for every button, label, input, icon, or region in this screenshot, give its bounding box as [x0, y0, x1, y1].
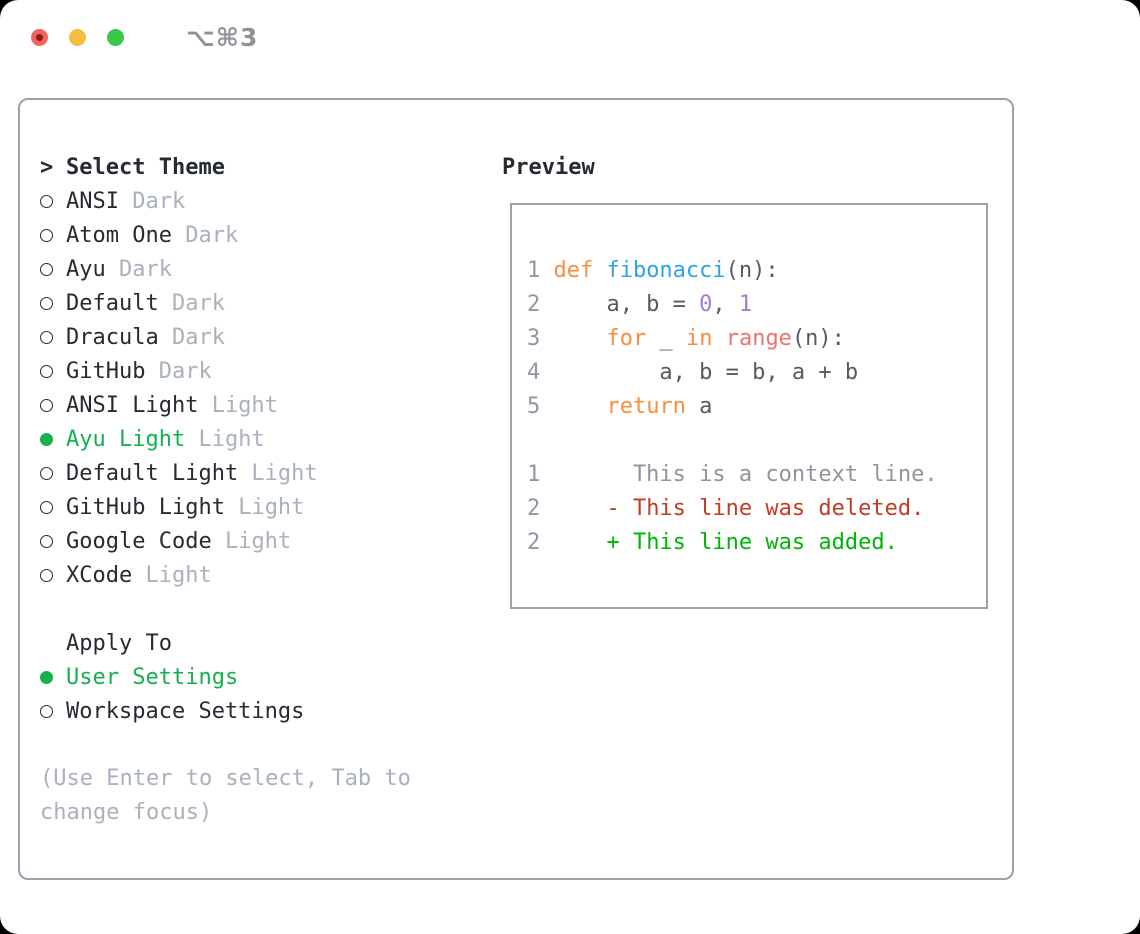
theme-variant: Dark: [158, 290, 225, 316]
hint-text-line-2: change focus): [40, 800, 213, 825]
code-line-9: 2 + This line was added.: [527, 526, 938, 560]
line-number: 4: [527, 360, 541, 385]
titlebar: ⌥⌘3: [0, 0, 1140, 75]
code-line-3: 3 for _ in range(n):: [527, 322, 938, 356]
radio-unselected-icon: [40, 704, 66, 718]
caret-icon: >: [40, 154, 54, 180]
hint-text-line-1: (Use Enter to select, Tab to: [40, 766, 411, 791]
select-theme-title: Select Theme: [66, 154, 225, 180]
radio-unselected-icon: [40, 228, 66, 242]
apply-option-label: User Settings: [66, 664, 239, 690]
theme-variant: Light: [198, 392, 278, 418]
radio-unselected-icon: [40, 500, 66, 514]
theme-variant: Light: [238, 460, 318, 486]
apply-option-user-settings[interactable]: User Settings: [40, 660, 411, 694]
theme-name: Default: [66, 290, 159, 316]
radio-unselected-icon: [40, 534, 66, 548]
theme-variant: Dark: [171, 222, 239, 248]
line-number: 2: [527, 496, 541, 521]
radio-unselected-icon: [40, 296, 66, 310]
theme-name: Dracula: [66, 324, 159, 350]
theme-name: Google Code: [66, 528, 212, 554]
code-line-4: 4 a, b = b, a + b: [527, 356, 938, 390]
theme-variant: Dark: [118, 188, 186, 214]
theme-variant: Dark: [145, 358, 212, 384]
line-number: 2: [527, 530, 541, 555]
theme-option-default-light[interactable]: Default Light Light: [40, 456, 411, 490]
close-button[interactable]: [31, 29, 48, 46]
apply-to-header-row: Apply To: [40, 626, 411, 660]
theme-variant: Dark: [158, 324, 225, 350]
theme-name: ANSI: [66, 188, 119, 214]
radio-unselected-icon: [40, 398, 66, 412]
theme-name: GitHub: [66, 358, 146, 384]
line-number: 2: [527, 292, 541, 317]
radio-selected-icon: [40, 670, 66, 684]
theme-name: ANSI Light: [66, 392, 199, 418]
theme-option-dracula[interactable]: Dracula Dark: [40, 320, 411, 354]
theme-variant: Light: [132, 562, 212, 588]
radio-unselected-icon: [40, 466, 66, 480]
window-title: ⌥⌘3: [186, 23, 259, 52]
radio-unselected-icon: [40, 330, 66, 344]
code-line-8: 2 - This line was deleted.: [527, 492, 938, 526]
code-line-5: 5 return a: [527, 390, 938, 424]
theme-option-ayu[interactable]: Ayu Dark: [40, 252, 411, 286]
radio-selected-icon: [40, 432, 66, 446]
theme-option-ansi[interactable]: ANSI Dark: [40, 184, 411, 218]
theme-option-ayu-light[interactable]: Ayu Light Light: [40, 422, 411, 456]
spacer: [40, 592, 411, 626]
apply-to-title: Apply To: [66, 630, 172, 656]
theme-option-google-code[interactable]: Google Code Light: [40, 524, 411, 558]
theme-variant: Light: [185, 426, 265, 452]
theme-name: Ayu Light: [66, 426, 186, 452]
code-line-7: 1 This is a context line.: [527, 458, 938, 492]
theme-variant: Light: [211, 528, 292, 554]
code-line-2: 2 a, b = 0, 1: [527, 288, 938, 322]
theme-option-github[interactable]: GitHub Dark: [40, 354, 411, 388]
radio-unselected-icon: [40, 568, 66, 582]
radio-unselected-icon: [40, 194, 66, 208]
theme-name: Default Light: [66, 460, 239, 486]
radio-unselected-icon: [40, 262, 66, 276]
zoom-button[interactable]: [107, 29, 124, 46]
theme-option-atom-one[interactable]: Atom One Dark: [40, 218, 411, 252]
theme-variant: Light: [224, 494, 305, 520]
line-number: 5: [527, 394, 541, 419]
line-number: 1: [527, 462, 541, 487]
theme-variant: Dark: [105, 256, 172, 282]
radio-unselected-icon: [40, 364, 66, 378]
apply-option-workspace-settings[interactable]: Workspace Settings: [40, 694, 411, 728]
theme-name: XCode: [66, 562, 133, 588]
spacer: [40, 728, 411, 762]
apply-option-label: Workspace Settings: [66, 698, 305, 724]
theme-option-xcode[interactable]: XCode Light: [40, 558, 411, 592]
line-number: 1: [527, 258, 541, 283]
select-theme-header: > Select Theme: [40, 150, 411, 184]
theme-name: Atom One: [66, 222, 172, 248]
line-number: 3: [527, 326, 541, 351]
preview-title: Preview: [502, 154, 595, 180]
theme-name: GitHub Light: [66, 494, 225, 520]
code-line-6: [527, 424, 938, 458]
theme-option-github-light[interactable]: GitHub Light Light: [40, 490, 411, 524]
theme-option-default[interactable]: Default Dark: [40, 286, 411, 320]
theme-name: Ayu: [66, 256, 106, 282]
minimize-button[interactable]: [69, 29, 86, 46]
theme-option-ansi-light[interactable]: ANSI Light Light: [40, 388, 411, 422]
